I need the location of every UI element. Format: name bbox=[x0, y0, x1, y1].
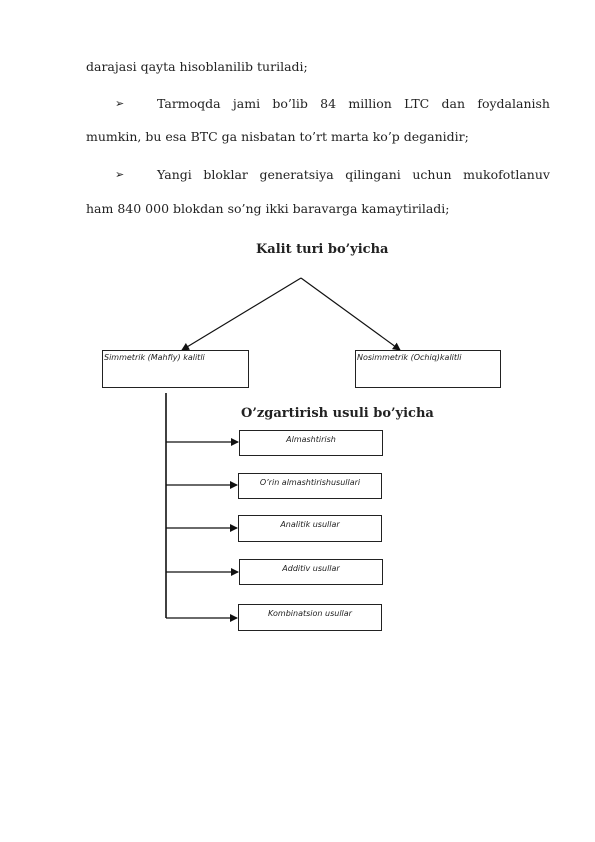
word: jami bbox=[232, 96, 261, 111]
word: mukofotlanuv bbox=[463, 167, 550, 182]
word: LTC bbox=[404, 96, 430, 111]
word: dan bbox=[441, 96, 466, 111]
word: uchun bbox=[412, 167, 452, 182]
method-box-combination: Kombinatsion usullar bbox=[238, 604, 382, 631]
method-box-additive: Additiv usullar bbox=[239, 559, 383, 585]
box-label: O’rin almashtirishusullari bbox=[259, 478, 361, 487]
diagram-2-title: O’zgartirish usuli bo’yicha bbox=[241, 406, 434, 421]
word: bloklar bbox=[203, 167, 248, 182]
box-label: Simmetrik (Mahfiy) kalitli bbox=[104, 353, 205, 362]
box-label: Almashtirish bbox=[286, 435, 336, 444]
bullet-2-first-line: Yangi bloklar generatsiya qilingani uchu… bbox=[157, 167, 550, 182]
word: Tarmoqda bbox=[157, 96, 221, 111]
word: million bbox=[348, 96, 392, 111]
box-label: Nosimmetrik (Ochiq)kalitli bbox=[357, 353, 462, 362]
box-label: Analitik usullar bbox=[280, 520, 340, 529]
asymmetric-key-box: Nosimmetrik (Ochiq)kalitli bbox=[355, 350, 501, 388]
paragraph-text: darajasi qayta hisoblanilib turiladi; bbox=[86, 59, 308, 74]
method-box-analytic: Analitik usullar bbox=[238, 515, 382, 542]
box-label: Additiv usullar bbox=[282, 564, 340, 573]
word: foydalanish bbox=[477, 96, 550, 111]
bullet-1-second-line: mumkin, bu esa BTC ga nisbatan to’rt mar… bbox=[86, 129, 469, 144]
word: qilingani bbox=[345, 167, 401, 182]
diagram-1-title: Kalit turi bo’yicha bbox=[256, 242, 389, 257]
method-box-substitution: Almashtirish bbox=[239, 430, 383, 456]
method-box-permutation: O’rin almashtirishusullari bbox=[238, 473, 382, 499]
bullet-1-first-line: Tarmoqda jami bo’lib 84 million LTC dan … bbox=[157, 96, 550, 111]
word: Yangi bbox=[157, 167, 192, 182]
word: generatsiya bbox=[259, 167, 334, 182]
word: bo’lib bbox=[272, 96, 308, 111]
box-label: Kombinatsion usullar bbox=[268, 609, 352, 618]
word: 84 bbox=[320, 96, 337, 111]
bullet-arrow-icon: ➢ bbox=[115, 97, 125, 110]
bullet-2-second-line: ham 840 000 blokdan so’ng ikki baravarga… bbox=[86, 201, 450, 216]
symmetric-key-box: Simmetrik (Mahfiy) kalitli bbox=[102, 350, 249, 388]
bullet-arrow-icon: ➢ bbox=[115, 168, 125, 181]
